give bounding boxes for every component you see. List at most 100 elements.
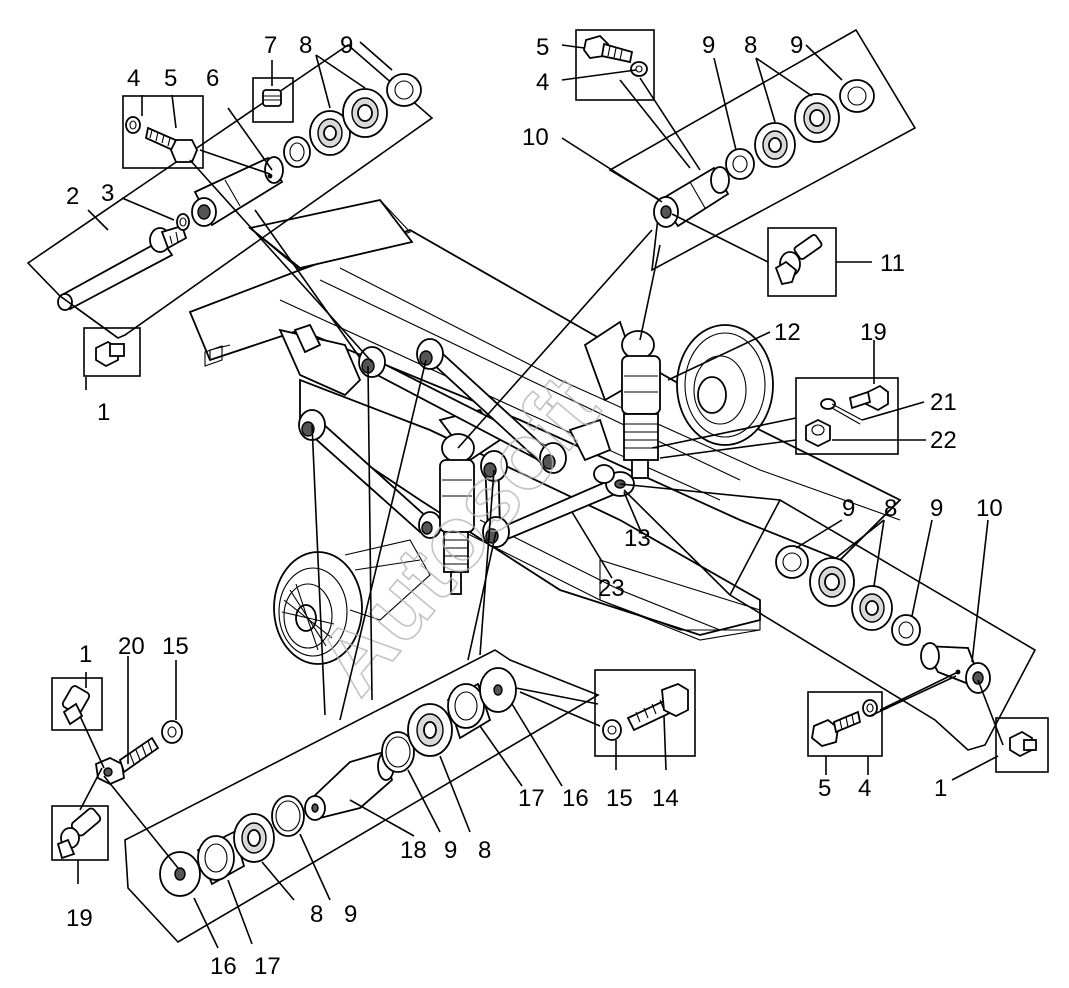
bolt-part-5	[811, 710, 862, 747]
cotter-pin-part-21	[820, 398, 863, 425]
castle-nut-part-22	[805, 418, 831, 448]
bearing-ring-part-9-end	[775, 545, 809, 579]
callout-9: 9	[444, 837, 457, 864]
shock-absorber-right	[621, 330, 661, 479]
callout-4: 4	[127, 65, 140, 92]
grease-fitting-part-1	[95, 340, 125, 368]
grease-fitting-inset-box	[51, 677, 103, 731]
callout-5: 5	[818, 775, 831, 802]
bearing-ring-part-9-small	[283, 136, 311, 168]
callout-9: 9	[702, 32, 715, 59]
callout-5: 5	[536, 34, 549, 61]
bolt-part-14	[626, 683, 689, 732]
washer-part-16	[479, 667, 517, 713]
bolt-part-5	[144, 126, 198, 163]
bearing-ring-part-9-small	[725, 148, 755, 180]
exploded-group-bottom	[51, 359, 696, 949]
callout-3: 3	[101, 180, 114, 207]
shock-absorber-left	[439, 433, 475, 595]
exploded-group-right-middle	[651, 340, 926, 459]
callout-16: 16	[210, 953, 237, 980]
callout-20: 20	[118, 633, 145, 660]
rod-bushing-center	[480, 450, 508, 482]
bolt-inset-box	[594, 669, 696, 757]
rod-bushing-right	[539, 442, 567, 474]
callout-5: 5	[164, 65, 177, 92]
bolt-part-5	[583, 34, 634, 64]
frame-assembly	[188, 198, 902, 665]
bearing-race-part-8-b	[794, 93, 840, 143]
bushing-part-10	[653, 166, 730, 228]
callout-4: 4	[536, 69, 549, 96]
bearing-race-part-8-a	[754, 122, 796, 168]
callout-6: 6	[206, 65, 219, 92]
sleeve-part-17	[446, 682, 492, 740]
bearing-race-part-8-a	[309, 110, 351, 156]
bolt-inset-box	[575, 29, 655, 101]
callout-11: 11	[880, 250, 905, 277]
callout-9: 9	[344, 901, 357, 928]
callout-4: 4	[858, 775, 871, 802]
callout-8: 8	[310, 901, 323, 928]
callout-10: 10	[976, 495, 1003, 522]
callout-19: 19	[66, 905, 93, 932]
bearing-race-part-8	[233, 813, 275, 863]
washer-part-4	[630, 61, 648, 77]
callout-23: 23	[598, 575, 625, 602]
bushing-part-10	[920, 642, 991, 694]
bearing-ring-part-9	[271, 795, 305, 837]
exploded-group-top-right	[457, 28, 917, 449]
callout-13: 13	[624, 525, 651, 552]
callout-10: 10	[522, 124, 549, 151]
callout-19: 19	[860, 319, 887, 346]
sleeve-part-17	[196, 830, 246, 886]
grease-fitting-inset-box	[83, 327, 141, 377]
bearing-ring-part-9	[381, 731, 415, 773]
callout-8: 8	[299, 32, 312, 59]
grease-fitting-part-19	[56, 807, 102, 860]
rod-bushing-lower-shock	[418, 511, 442, 539]
bushing-part-6	[191, 156, 284, 227]
callout-22: 22	[930, 427, 957, 454]
callout-12: 12	[774, 319, 801, 346]
grease-fitting-inset-box	[995, 717, 1049, 773]
bearing-ring-part-9-small	[891, 614, 921, 646]
callout-17: 17	[254, 953, 281, 980]
callout-1: 1	[97, 399, 110, 426]
callout-8: 8	[744, 32, 757, 59]
rod-bushing-upper-mid	[416, 338, 444, 370]
washer-part-15	[602, 719, 622, 741]
plug-inset-box	[252, 77, 294, 123]
fastener-inset-box	[795, 377, 899, 455]
callout-1: 1	[934, 775, 947, 802]
callout-17: 17	[518, 785, 545, 812]
grease-fitting-part-11	[774, 234, 823, 286]
exploded-group-top-left	[26, 41, 434, 390]
grease-fitting-part-1	[1009, 730, 1037, 758]
bearing-race-part-8-a	[809, 557, 855, 607]
grease-fitting-part-1	[61, 685, 91, 726]
callout-16: 16	[562, 785, 589, 812]
grease-fitting-part-19	[848, 384, 889, 412]
callout-18: 18	[400, 837, 427, 864]
bolt-inset-box	[807, 691, 883, 757]
bearing-race-part-8-b	[342, 88, 388, 138]
plug-part-7	[262, 89, 282, 107]
callout-14: 14	[652, 785, 679, 812]
o-ring-part-3	[176, 213, 190, 231]
bearing-race-part-8-b	[851, 585, 893, 631]
washer-part-15	[161, 720, 183, 744]
spacer-part-18	[304, 750, 395, 821]
grease-fitting-inset-box	[767, 227, 837, 297]
washer-part-16	[159, 851, 201, 897]
bearing-ring-part-9-end	[839, 79, 875, 113]
callout-15: 15	[162, 633, 189, 660]
callout-9: 9	[340, 32, 353, 59]
callout-labels: 1 2 3 4 5 6 7 8 9 5 4 9 8 9 10 11 12 19 …	[66, 32, 1003, 980]
pin-part-2	[57, 224, 188, 311]
callout-9: 9	[842, 495, 855, 522]
callout-1: 1	[79, 641, 92, 668]
bolt-inset-box	[122, 95, 204, 169]
callout-7: 7	[264, 32, 277, 59]
grease-fitting-inset-box	[51, 805, 109, 861]
